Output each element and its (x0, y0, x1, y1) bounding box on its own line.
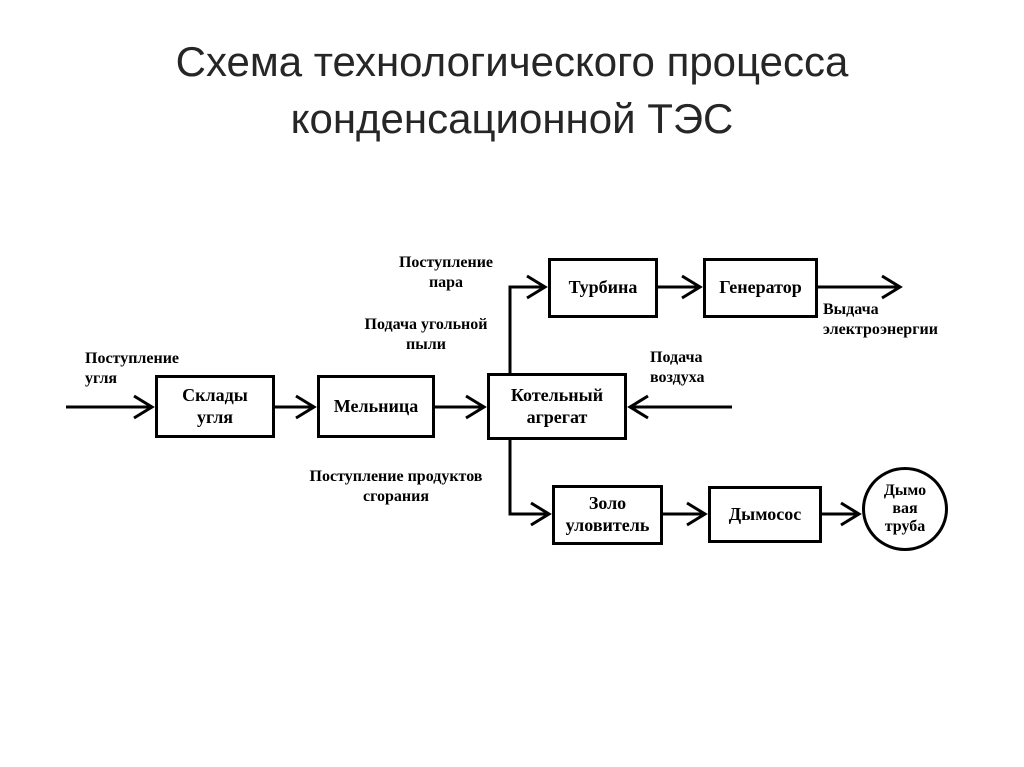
node-turbine: Турбина (548, 258, 658, 318)
edge-boiler-to-ash-collector (508, 440, 552, 527)
label-air-supply: Подача воздуха (650, 349, 705, 386)
edge-boiler-to-turbine (508, 274, 548, 373)
node-smoke-exhauster: Дымосос (708, 486, 822, 543)
label-steam-intake: Поступление пара (398, 254, 494, 291)
node-chimney: Дымо вая труба (862, 467, 948, 551)
label-coal-intake: Поступление угля (85, 350, 180, 387)
node-coal-storage: Склады угля (155, 375, 275, 438)
slide-title: Схема технологического процесса конденса… (175, 38, 849, 142)
node-mill: Мельница (317, 375, 435, 438)
node-ash-collector: Золо уловитель (552, 485, 663, 545)
label-combustion-products: Поступление продуктов сгорания (309, 468, 483, 505)
label-electricity-output: Выдача электроэнергии (823, 301, 938, 338)
node-generator: Генератор (703, 258, 818, 318)
label-coal-dust-supply: Подача угольной пыли (364, 316, 488, 353)
node-boiler-unit: Котельный агрегат (487, 373, 627, 440)
